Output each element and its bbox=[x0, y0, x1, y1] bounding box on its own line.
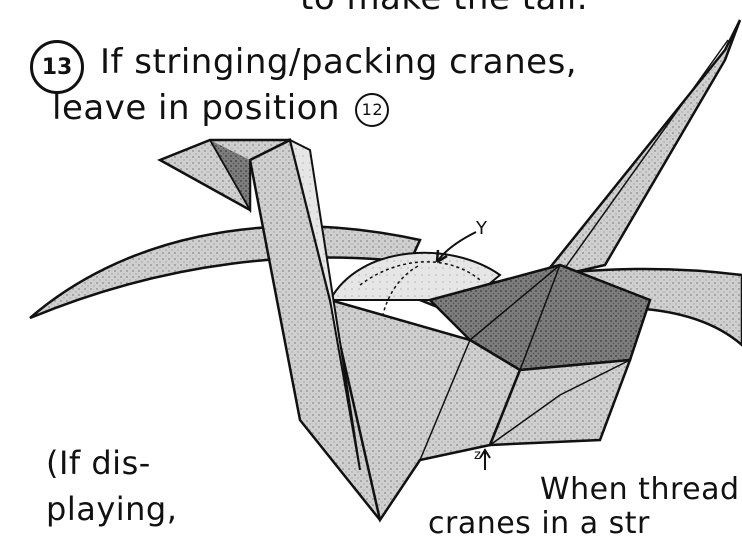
tail-crease bbox=[560, 40, 728, 275]
note-threading-line-1: When threadir bbox=[540, 472, 742, 507]
label-y: Y bbox=[476, 218, 488, 239]
note-display-line-1: (If dis- bbox=[46, 440, 177, 486]
note-display: (If dis- playing, bbox=[46, 440, 177, 532]
note-display-line-2: playing, bbox=[46, 486, 177, 532]
tail bbox=[540, 20, 740, 280]
label-z: z bbox=[474, 448, 481, 463]
note-threading-line-2: cranes in a str bbox=[428, 506, 650, 541]
